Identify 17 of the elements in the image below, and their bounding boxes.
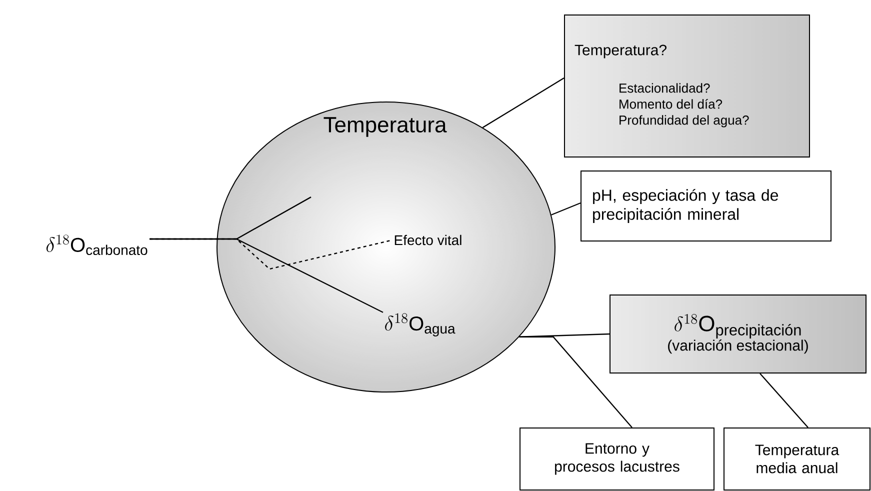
text-box: Temperatura media anual: [724, 428, 870, 490]
ellipse-shape: [216, 102, 556, 392]
shaded-box: $\delta^{18}\text{O}_{\text{precipitación}}$ (variación estacional): [610, 294, 866, 374]
connector-line: [482, 78, 564, 128]
connector-line: [551, 202, 581, 216]
connector-line: [519, 333, 610, 338]
branch-label: $\delta^{18}\text{O}_{\text{agua}}$: [385, 313, 456, 336]
connector-line: [760, 373, 808, 428]
text-box: pH, especiación y tasa de precipitación mineral: [580, 170, 832, 242]
connector-line: [150, 238, 384, 313]
text-box: Entorno y procesos lacustres: [520, 428, 714, 490]
branch-label: Efecto vital: [394, 234, 462, 246]
title-label: Temperatura: [324, 117, 447, 137]
connector-line: [519, 336, 632, 428]
isotope-label: $\delta^{18}\text{O}_{\text{carbonato}}$: [46, 234, 148, 256]
shaded-box: Temperatura? Estacionalidad? Momento del día? Profundidad del agua?: [564, 14, 810, 158]
connector-line: [150, 238, 393, 270]
